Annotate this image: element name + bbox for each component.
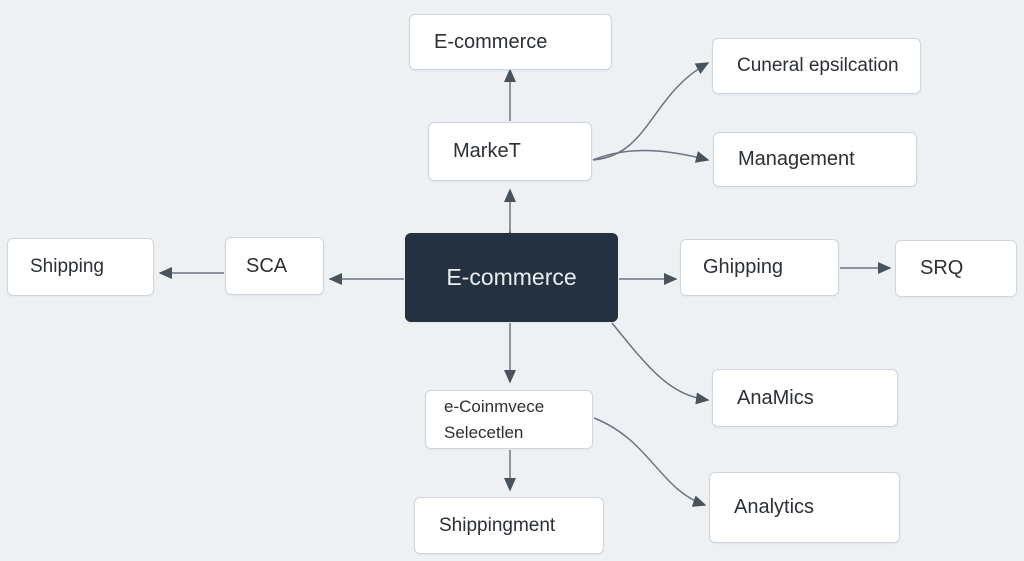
- node-analytics-top[interactable]: AnaMics: [712, 369, 898, 427]
- node-label: Shippingment: [439, 514, 556, 536]
- edge-center-analytics-top: [611, 322, 710, 405]
- node-ghipping[interactable]: Ghipping: [680, 239, 839, 296]
- edge-selection-analytics-bottom: [593, 417, 707, 507]
- node-shipping-left[interactable]: Shipping: [7, 238, 154, 296]
- node-sca[interactable]: SCA: [225, 237, 324, 295]
- node-label: Analytics: [734, 496, 815, 518]
- node-label: Cuneral epsilcation: [737, 55, 899, 76]
- node-label: SCA: [246, 254, 288, 277]
- node-label-line1: e-Coinmvece: [444, 396, 545, 416]
- edge-market-cuneral: [592, 62, 710, 161]
- node-label: Shipping: [30, 256, 104, 277]
- node-label: Management: [738, 148, 855, 170]
- node-label: MarkeT: [453, 140, 521, 162]
- node-label-line2: Selecetlen: [444, 422, 524, 442]
- node-ecommerce-top[interactable]: E-commerce: [409, 14, 612, 70]
- node-label: AnaMics: [737, 386, 814, 409]
- node-cuneral[interactable]: Cuneral epsilcation: [712, 38, 921, 94]
- node-label: E-commerce: [446, 264, 577, 290]
- node-management[interactable]: Management: [713, 132, 917, 187]
- node-label: E-commerce: [434, 30, 548, 53]
- node-market[interactable]: MarkeT: [428, 122, 592, 181]
- node-shippingment[interactable]: Shippingment: [414, 497, 604, 554]
- node-srq[interactable]: SRQ: [895, 240, 1017, 297]
- edge-market-management: [592, 149, 710, 163]
- node-analytics-bottom[interactable]: Analytics: [709, 472, 900, 543]
- node-label: Ghipping: [703, 256, 784, 278]
- node-label: SRQ: [920, 257, 964, 279]
- node-ecommerce-center[interactable]: E-commerce: [405, 233, 618, 322]
